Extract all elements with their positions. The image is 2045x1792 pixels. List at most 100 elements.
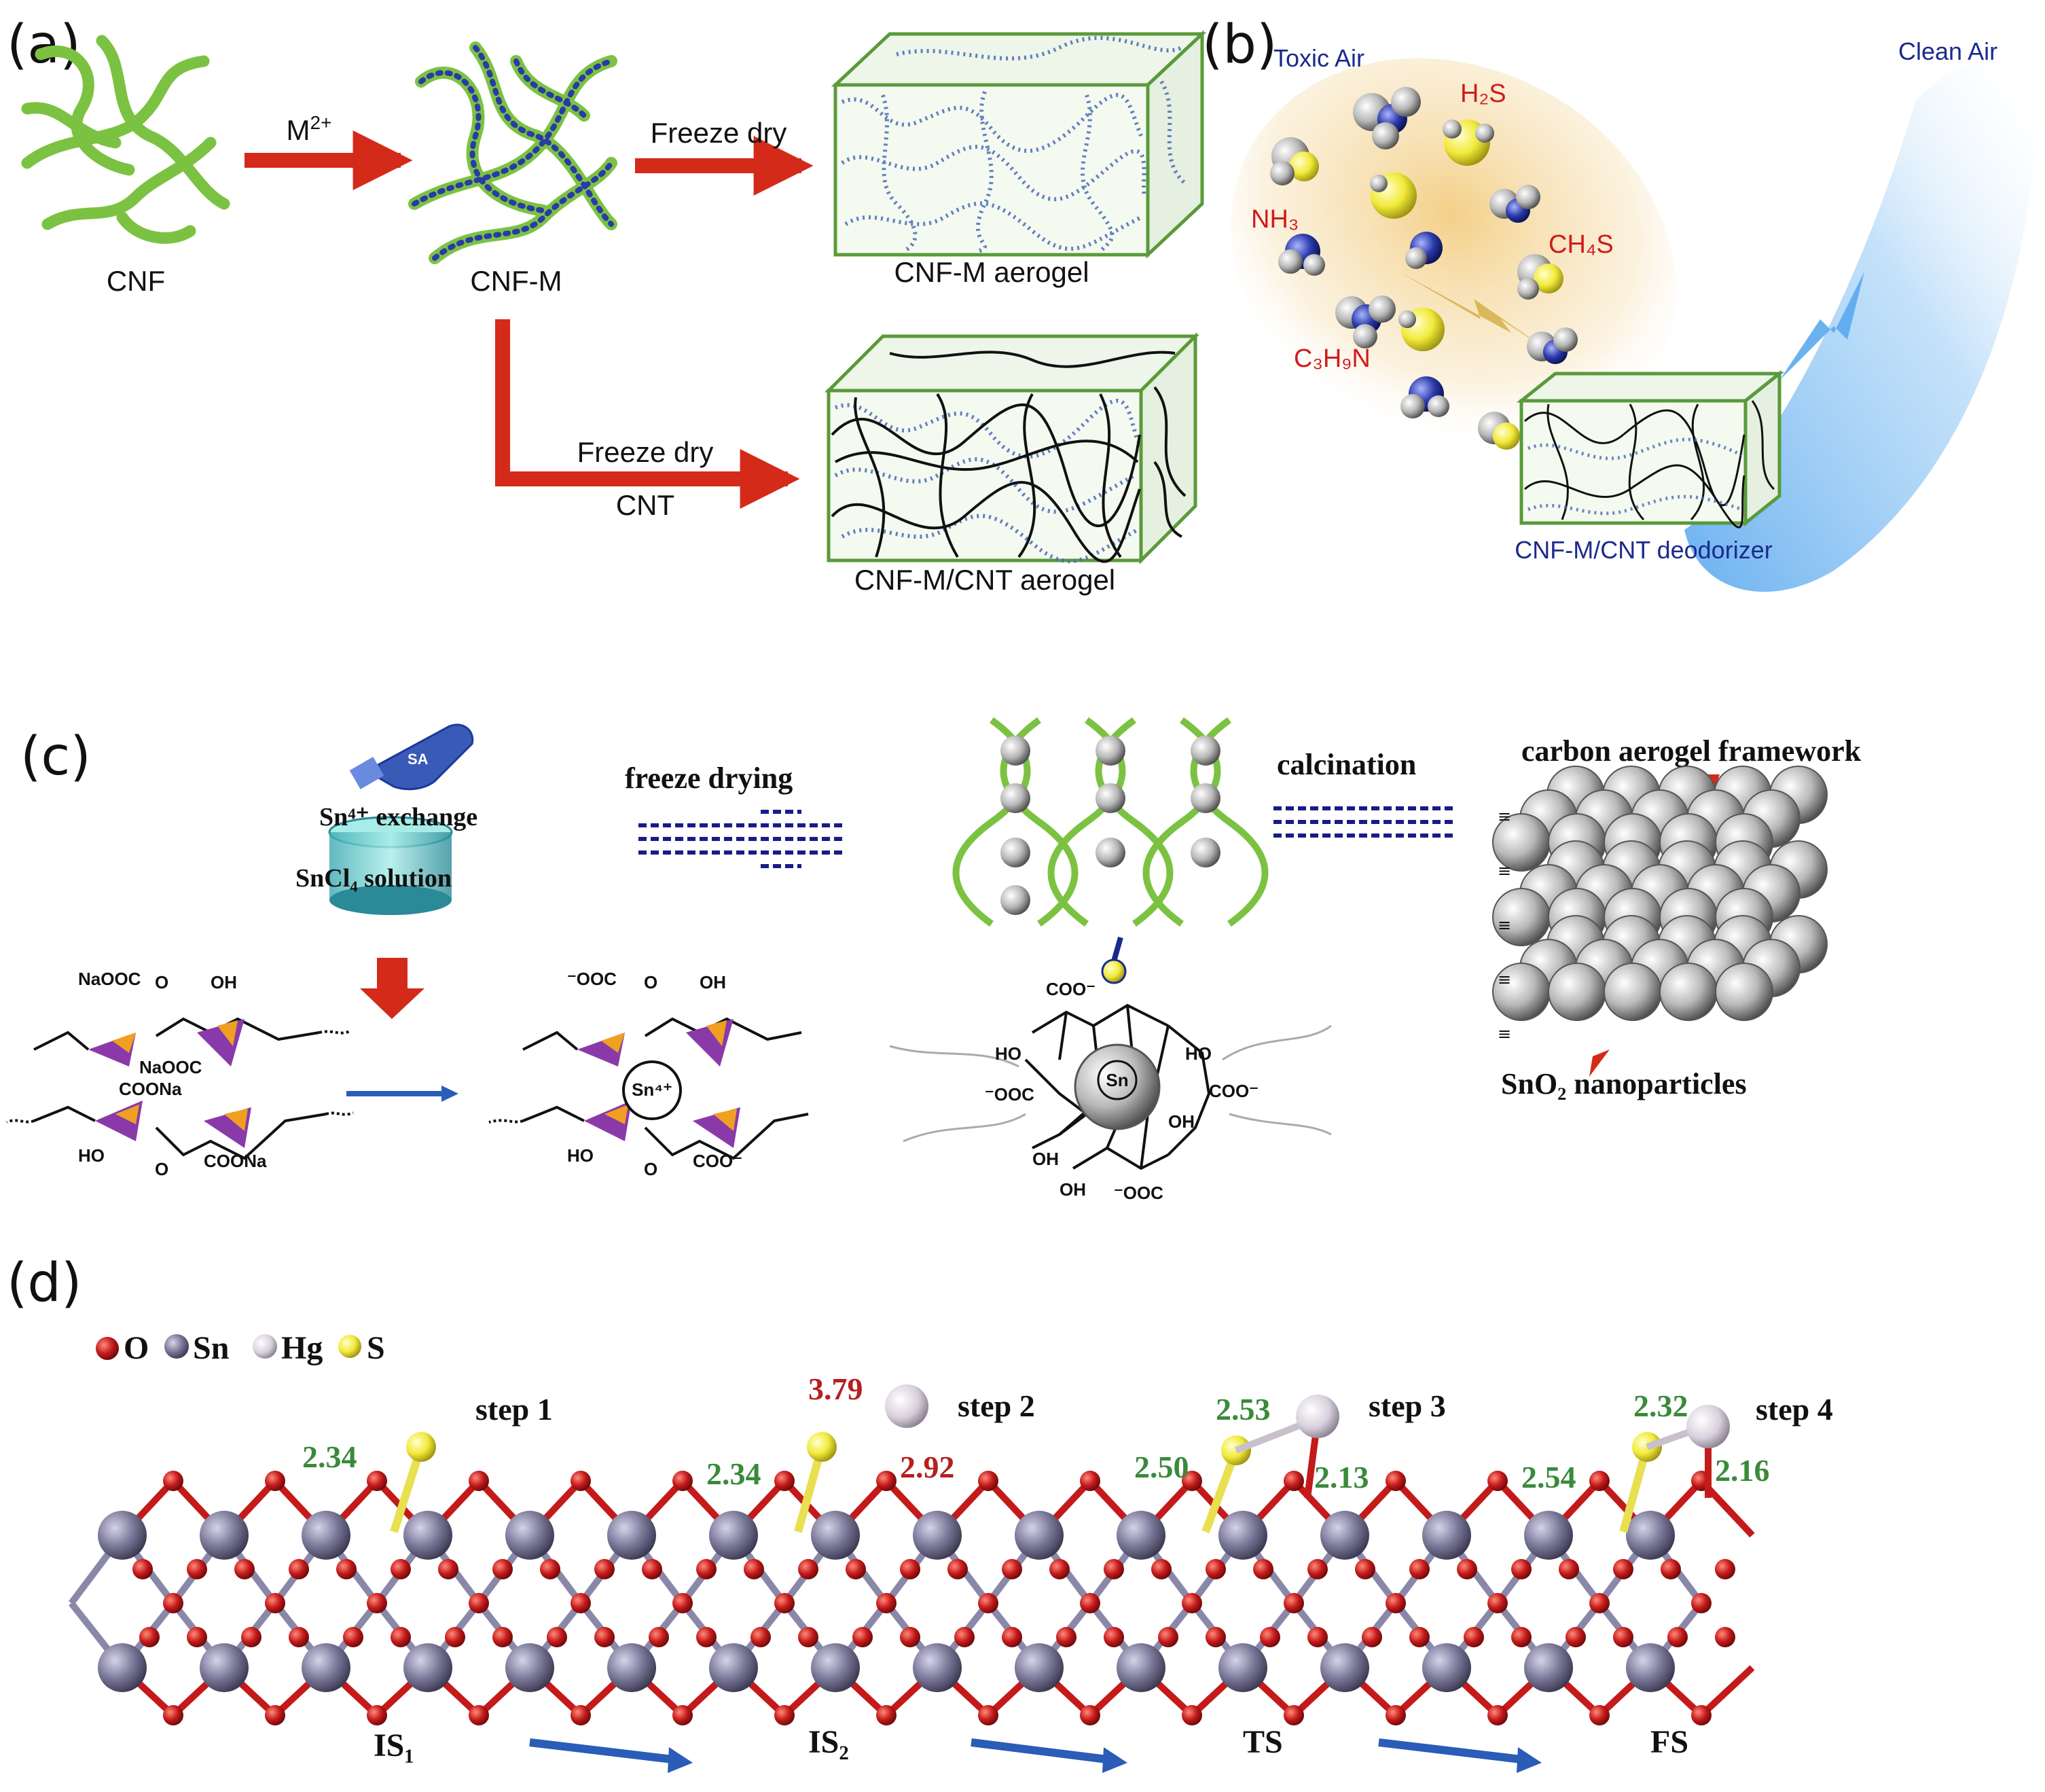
o-atom <box>438 1559 458 1579</box>
sn-atom <box>200 1511 249 1560</box>
o-atom <box>1487 1593 1508 1613</box>
dist-4a: 2.32 <box>1633 1388 1688 1423</box>
sn-atom <box>1117 1643 1165 1692</box>
o-atom <box>594 1559 615 1579</box>
o-atom <box>1056 1627 1076 1647</box>
step-4-label: step 4 <box>1756 1392 1833 1427</box>
svg-text:HO: HO <box>567 1145 594 1166</box>
o-atom <box>744 1559 764 1579</box>
o-atom <box>1566 1627 1586 1647</box>
o-atom <box>954 1627 975 1647</box>
sn-atom <box>505 1643 554 1692</box>
o-atom <box>1613 1627 1633 1647</box>
adsorbates <box>390 1384 1730 1534</box>
o-atom <box>492 1627 513 1647</box>
sno2-particle <box>1548 963 1606 1021</box>
o-atom <box>1206 1559 1226 1579</box>
sn-atom <box>1524 1511 1573 1560</box>
o-atom <box>571 1705 591 1725</box>
sn-atom <box>403 1643 452 1692</box>
sno2-particle <box>1659 963 1718 1021</box>
molecule-nh3-2-icon <box>1405 232 1443 269</box>
sn-atom <box>1422 1511 1471 1560</box>
freeze-dry-2-label: Freeze dry <box>577 436 714 468</box>
dist-4b: 2.54 <box>1521 1460 1576 1494</box>
o-atom <box>947 1559 968 1579</box>
o-atom <box>1464 1627 1484 1647</box>
molecule-ch4s-3-icon <box>1478 412 1520 450</box>
sn-ion-label: Sn <box>1106 1070 1128 1090</box>
o-atom <box>547 1627 567 1647</box>
o-atom <box>1284 1471 1304 1491</box>
o-atom <box>1691 1593 1712 1613</box>
sn-atom <box>200 1643 249 1692</box>
sn-atom <box>1422 1643 1471 1692</box>
o-atom <box>1151 1559 1172 1579</box>
framework-label: carbon aerogel framework <box>1521 734 1862 768</box>
down-arrow-icon <box>360 958 424 1019</box>
sno2-slab <box>69 1471 1755 1725</box>
dist-2b: 3.79 <box>808 1372 863 1406</box>
sn-atom <box>302 1643 350 1692</box>
o-atom <box>1589 1471 1610 1491</box>
o-atom <box>1409 1627 1430 1647</box>
sn-atom <box>403 1511 452 1560</box>
cnf-fibers-icon <box>21 35 230 244</box>
dist-3c: 2.13 <box>1314 1460 1369 1494</box>
o-atom <box>1253 1559 1273 1579</box>
o-atom <box>1487 1471 1508 1491</box>
arrow-freeze-dry-cnt <box>495 319 800 509</box>
o-atom <box>367 1705 387 1725</box>
o-atom <box>187 1627 207 1647</box>
sn-atom <box>607 1643 656 1692</box>
o-atom <box>1691 1705 1712 1725</box>
o-atom <box>1386 1471 1406 1491</box>
lightning-icon <box>1399 272 1562 360</box>
cnf-caption: CNF <box>107 265 165 297</box>
svg-text:O: O <box>644 972 657 992</box>
state-ts: TS <box>1243 1724 1283 1760</box>
sn-atom <box>1626 1511 1675 1560</box>
step-1-label: step 1 <box>475 1392 553 1427</box>
deodorizer-label: CNF-M/CNT deodorizer <box>1515 536 1772 564</box>
o-atom <box>1409 1559 1430 1579</box>
o-atom <box>1182 1593 1202 1613</box>
sn-atom <box>505 1511 554 1560</box>
process-arrows <box>529 1738 1542 1773</box>
sn-atom <box>1218 1511 1267 1560</box>
o-atom <box>798 1559 818 1579</box>
panel-d-label: (d) <box>7 1253 82 1314</box>
o-atom <box>978 1705 998 1725</box>
sn-atom <box>1626 1643 1675 1692</box>
o-atom <box>978 1593 998 1613</box>
o-atom <box>1104 1559 1124 1579</box>
o-atom <box>900 1627 920 1647</box>
dashes-icon-1 <box>638 810 842 868</box>
o-atom <box>445 1627 465 1647</box>
svg-text:COONa: COONa <box>119 1079 182 1099</box>
molecule-nh3-icon <box>1278 234 1325 276</box>
lattice-marker: ≡ <box>1498 861 1511 880</box>
blue-arrow-small-icon <box>346 1086 458 1102</box>
sno2-particle <box>1604 963 1662 1021</box>
o-atom <box>187 1559 207 1579</box>
svg-text:O: O <box>155 1159 168 1179</box>
nano-label: SnO₂ nanoparticles <box>1501 1067 1747 1100</box>
o-atom <box>900 1559 920 1579</box>
o-atom <box>1049 1559 1070 1579</box>
aerogel-1-caption: CNF-M aerogel <box>894 256 1089 288</box>
o-atom <box>391 1559 411 1579</box>
svg-text:NaOOC: NaOOC <box>139 1057 202 1077</box>
cnfm-cnt-aerogel-box-icon <box>824 331 1200 565</box>
molecule-tma-2-icon <box>1489 185 1540 223</box>
legend-o: O <box>124 1330 149 1366</box>
dist-1: 2.34 <box>302 1439 357 1474</box>
alginate-structure-1: NaOOC OH NaOOC COONa HO COONa O O <box>6 969 354 1179</box>
toxic-air-label: Toxic Air <box>1273 44 1364 72</box>
molecule-trimethylamine-icon <box>1353 87 1421 149</box>
lattice-marker: ≡ <box>1498 916 1511 935</box>
o-atom <box>1080 1471 1100 1491</box>
o-atom <box>1715 1627 1735 1647</box>
o-atom <box>1511 1627 1532 1647</box>
sn-atom <box>1320 1511 1369 1560</box>
